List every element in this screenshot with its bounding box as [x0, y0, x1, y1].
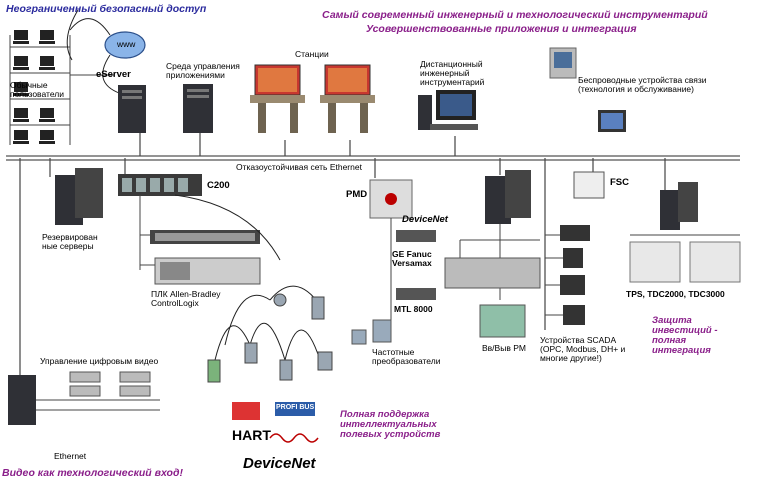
label-stations: Станции — [295, 49, 329, 59]
fsc-panel-icon — [573, 171, 605, 199]
label-freq: Частотные преобразователи — [372, 347, 441, 366]
io-pm-server-icon — [485, 170, 531, 224]
wireless-tablet-icon — [598, 110, 626, 132]
io-pm-rack-icon — [444, 257, 541, 338]
ff-logo-icon — [232, 402, 260, 420]
video-server-icon — [8, 375, 36, 425]
operator-station-2-icon — [320, 64, 375, 133]
label-devicenet-logo: DeviceNet — [243, 455, 316, 472]
wireless-handheld-icon — [549, 47, 577, 79]
label-plc: ПЛК Allen-Bradley ControlLogix — [151, 289, 221, 308]
scada-devices-icon — [560, 225, 590, 325]
label-video-mgmt: Управление цифровым видео — [40, 356, 159, 366]
hart-wave-icon — [269, 433, 319, 443]
label-eserver: eServer — [96, 69, 131, 80]
tps-servers-icon — [660, 182, 698, 230]
label-wireless: Беспроводные устройства связи (технологи… — [578, 75, 707, 94]
eserver-tower-icon — [118, 85, 146, 133]
label-fsc: FSC — [610, 177, 629, 188]
mtl8000-io-icon — [396, 288, 436, 300]
label-app-env: Среда управления приложениями — [166, 61, 240, 80]
label-backup-servers: Резервирован ные серверы — [42, 232, 98, 251]
label-io-pm: Вв/Выв PM — [482, 343, 526, 353]
field-transmitter-icons — [207, 293, 333, 383]
headline-right-2: Усовершенствованные приложения и интегра… — [366, 23, 637, 35]
c200-controller-icon — [118, 174, 202, 196]
controllogix-rack-1-icon — [150, 230, 260, 244]
profibus-logo-icon — [275, 402, 315, 416]
tps-cabinets-icon — [629, 241, 741, 283]
label-video-input: Видео как технологический вход! — [2, 467, 183, 479]
pmd-device-icon — [369, 179, 413, 219]
label-tps: TPS, TDC2000, TDC3000 — [626, 289, 725, 299]
freq-converter-icon — [351, 319, 392, 345]
label-invest: Защита инвестиций - полная интеграция — [652, 315, 718, 356]
video-cameras-icon — [69, 371, 151, 397]
user-pc-icons — [13, 30, 55, 144]
label-devicenet-small: DeviceNet — [402, 214, 448, 225]
label-fieldbus-support: Полная поддержка интеллектуальных полевы… — [340, 409, 441, 440]
label-ethernet-ft: Отказоустойчивая сеть Ethernet — [236, 162, 362, 172]
remote-workstation-icon — [418, 90, 478, 130]
label-c200: C200 — [207, 180, 230, 191]
label-remote-tools: Дистанционный инженерный инструментарий — [420, 59, 485, 87]
www-globe-icon — [104, 31, 146, 59]
label-hart: HART — [232, 427, 271, 443]
app-server-tower-icon — [183, 84, 213, 133]
operator-station-1-icon — [250, 64, 305, 133]
label-pmd: PMD — [346, 189, 368, 200]
label-ethernet: Ethernet — [54, 451, 87, 461]
label-www: www — [117, 39, 136, 49]
backup-servers-icon — [55, 168, 103, 225]
ge-fanuc-io-icon — [396, 230, 436, 242]
label-ge-fanuc: GE Fanuc Versamax — [392, 249, 432, 268]
label-scada: Устройства SCADA (OPC, Modbus, DH+ и мно… — [540, 335, 626, 363]
label-mtl: MTL 8000 — [394, 304, 433, 314]
label-profibus: PROFI BUS — [276, 404, 315, 411]
headline-left: Неограниченный безопасный доступ — [6, 3, 207, 15]
controllogix-rack-2-icon — [154, 257, 261, 285]
headline-right-1: Самый современный инженерный и технологи… — [322, 9, 708, 21]
label-users: Обычные пользователи — [10, 80, 64, 99]
